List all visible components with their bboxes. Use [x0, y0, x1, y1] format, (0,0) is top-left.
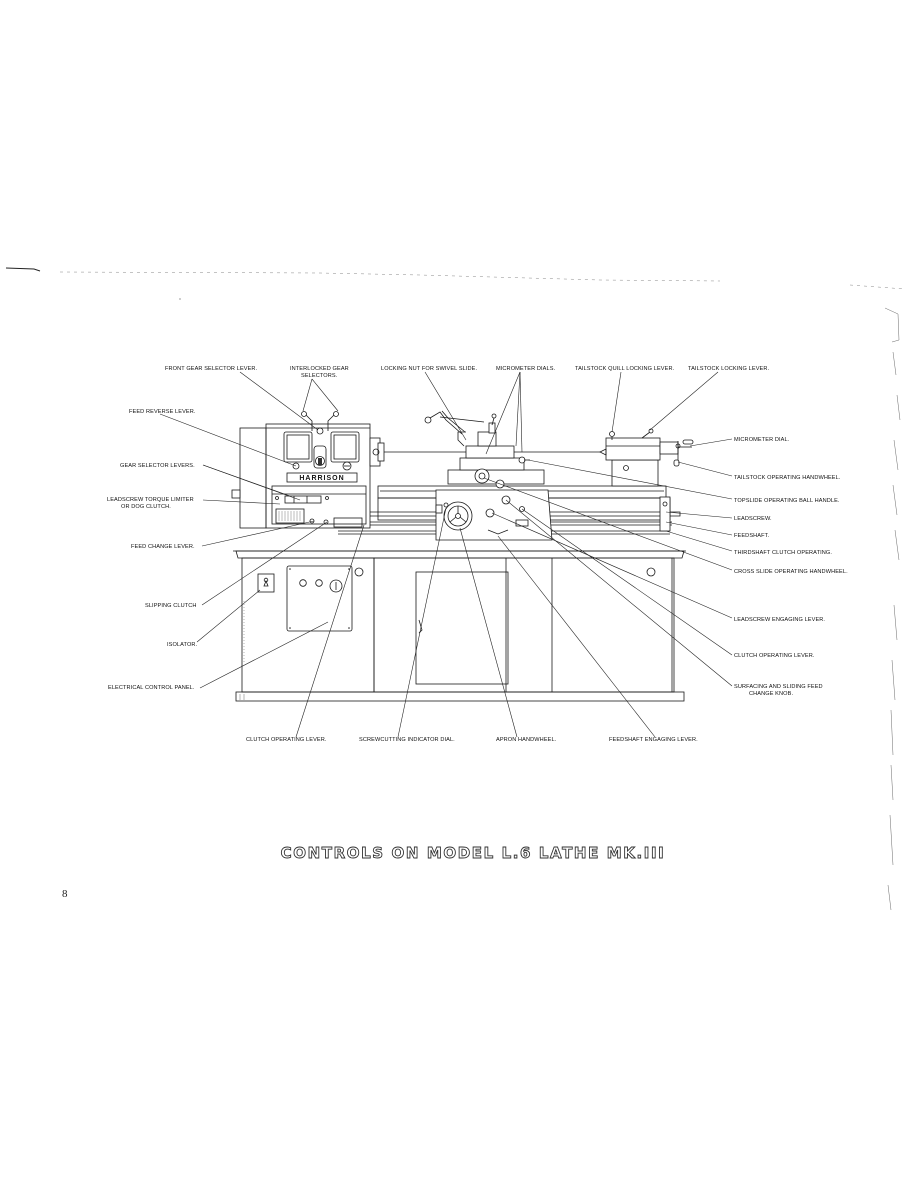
chip-tray [235, 550, 685, 559]
surfacing-knob [501, 495, 511, 505]
label-micrometer-dials: MICROMETER DIALS. [496, 366, 556, 372]
diagram-title: CONTROLS ON MODEL L.6 LATHE MK.III [281, 844, 666, 862]
nameplate [286, 472, 358, 483]
lathe-drawing: HARRISON [231, 410, 694, 702]
tailstock-quill [659, 441, 679, 455]
tailstock [611, 459, 659, 487]
label-feed-change-lever: FEED CHANGE LEVER. [131, 544, 195, 550]
leader-lines [159, 371, 733, 738]
gear-window-left [283, 431, 313, 463]
label-leadscrew-torque-limiter-line2: OR DOG CLUTCH. [121, 504, 171, 510]
label-tailstock-locking-lever: TAILSTOCK LOCKING LEVER. [688, 366, 769, 372]
label-isolator: ISOLATOR. [167, 642, 198, 648]
nameplate-text: HARRISON [299, 475, 344, 482]
top-slide [465, 445, 515, 459]
label-surfacing-sliding-feed-line2: CHANGE KNOB. [749, 691, 793, 697]
callout-labels: FRONT GEAR SELECTOR LEVER. INTERLOCKED G… [107, 366, 848, 743]
label-leadscrew: LEADSCREW. [734, 516, 772, 522]
coolant-pump [354, 567, 364, 577]
label-leadscrew-torque-limiter: LEADSCREW TORQUE LIMITER [107, 497, 194, 503]
label-locking-nut-swivel-slide: LOCKING NUT FOR SWIVEL SLIDE. [381, 366, 477, 372]
label-slipping-clutch: SLIPPING CLUTCH [145, 603, 197, 609]
label-topslide-operating-ball-handle: TOPSLIDE OPERATING BALL HANDLE. [734, 498, 840, 504]
label-thirdshaft-clutch-operating: THIRDSHAFT CLUTCH OPERATING. [734, 550, 832, 556]
cabinet-knob [646, 567, 656, 577]
label-leadscrew-engaging-lever: LEADSCREW ENGAGING LEVER. [734, 617, 825, 623]
page-number: 8 [62, 888, 68, 900]
label-cross-slide-operating-handwheel: CROSS SLIDE OPERATING HANDWHEEL. [734, 569, 848, 575]
base-plinth [235, 691, 685, 702]
label-tailstock-operating-handwheel: TAILSTOCK OPERATING HANDWHEEL. [734, 475, 841, 481]
saddle [447, 469, 545, 485]
label-micrometer-dial: MICROMETER DIAL. [734, 437, 790, 443]
label-clutch-operating-lever-right: CLUTCH OPERATING LEVER. [734, 653, 815, 659]
right-cabinet [373, 557, 675, 693]
label-electrical-control-panel: ELECTRICAL CONTROL PANEL. [108, 685, 195, 691]
label-surfacing-sliding-feed: SURFACING AND SLIDING FEED [734, 684, 823, 690]
label-gear-selector-levers: GEAR SELECTOR LEVERS. [120, 463, 195, 469]
scan-artifacts [5, 267, 906, 911]
label-feedshaft-engaging-lever: FEEDSHAFT ENGAGING LEVER. [609, 737, 698, 743]
label-front-gear-selector-lever: FRONT GEAR SELECTOR LEVER. [165, 366, 258, 372]
cabinet-door [415, 571, 509, 685]
gear-window-right [330, 431, 360, 463]
label-apron-handwheel: APRON HANDWHEEL. [496, 737, 557, 743]
label-interlocked-gear-selectors-line2: SELECTORS. [301, 373, 338, 379]
label-interlocked-gear-selectors: INTERLOCKED GEAR [290, 366, 349, 372]
cross-slide [459, 457, 525, 471]
label-feedshaft: FEEDSHAFT. [734, 533, 770, 539]
label-tailstock-quill-locking-lever: TAILSTOCK QUILL LOCKING LEVER. [575, 366, 675, 372]
electrical-control-panel [286, 565, 353, 632]
label-clutch-operating-lever-bottom: CLUTCH OPERATING LEVER. [246, 737, 327, 743]
label-screwcutting-indicator-dial: SCREWCUTTING INDICATOR DIAL. [359, 737, 455, 743]
isolator-box [257, 573, 275, 593]
label-feed-reverse-lever: FEED REVERSE LEVER. [129, 409, 196, 415]
